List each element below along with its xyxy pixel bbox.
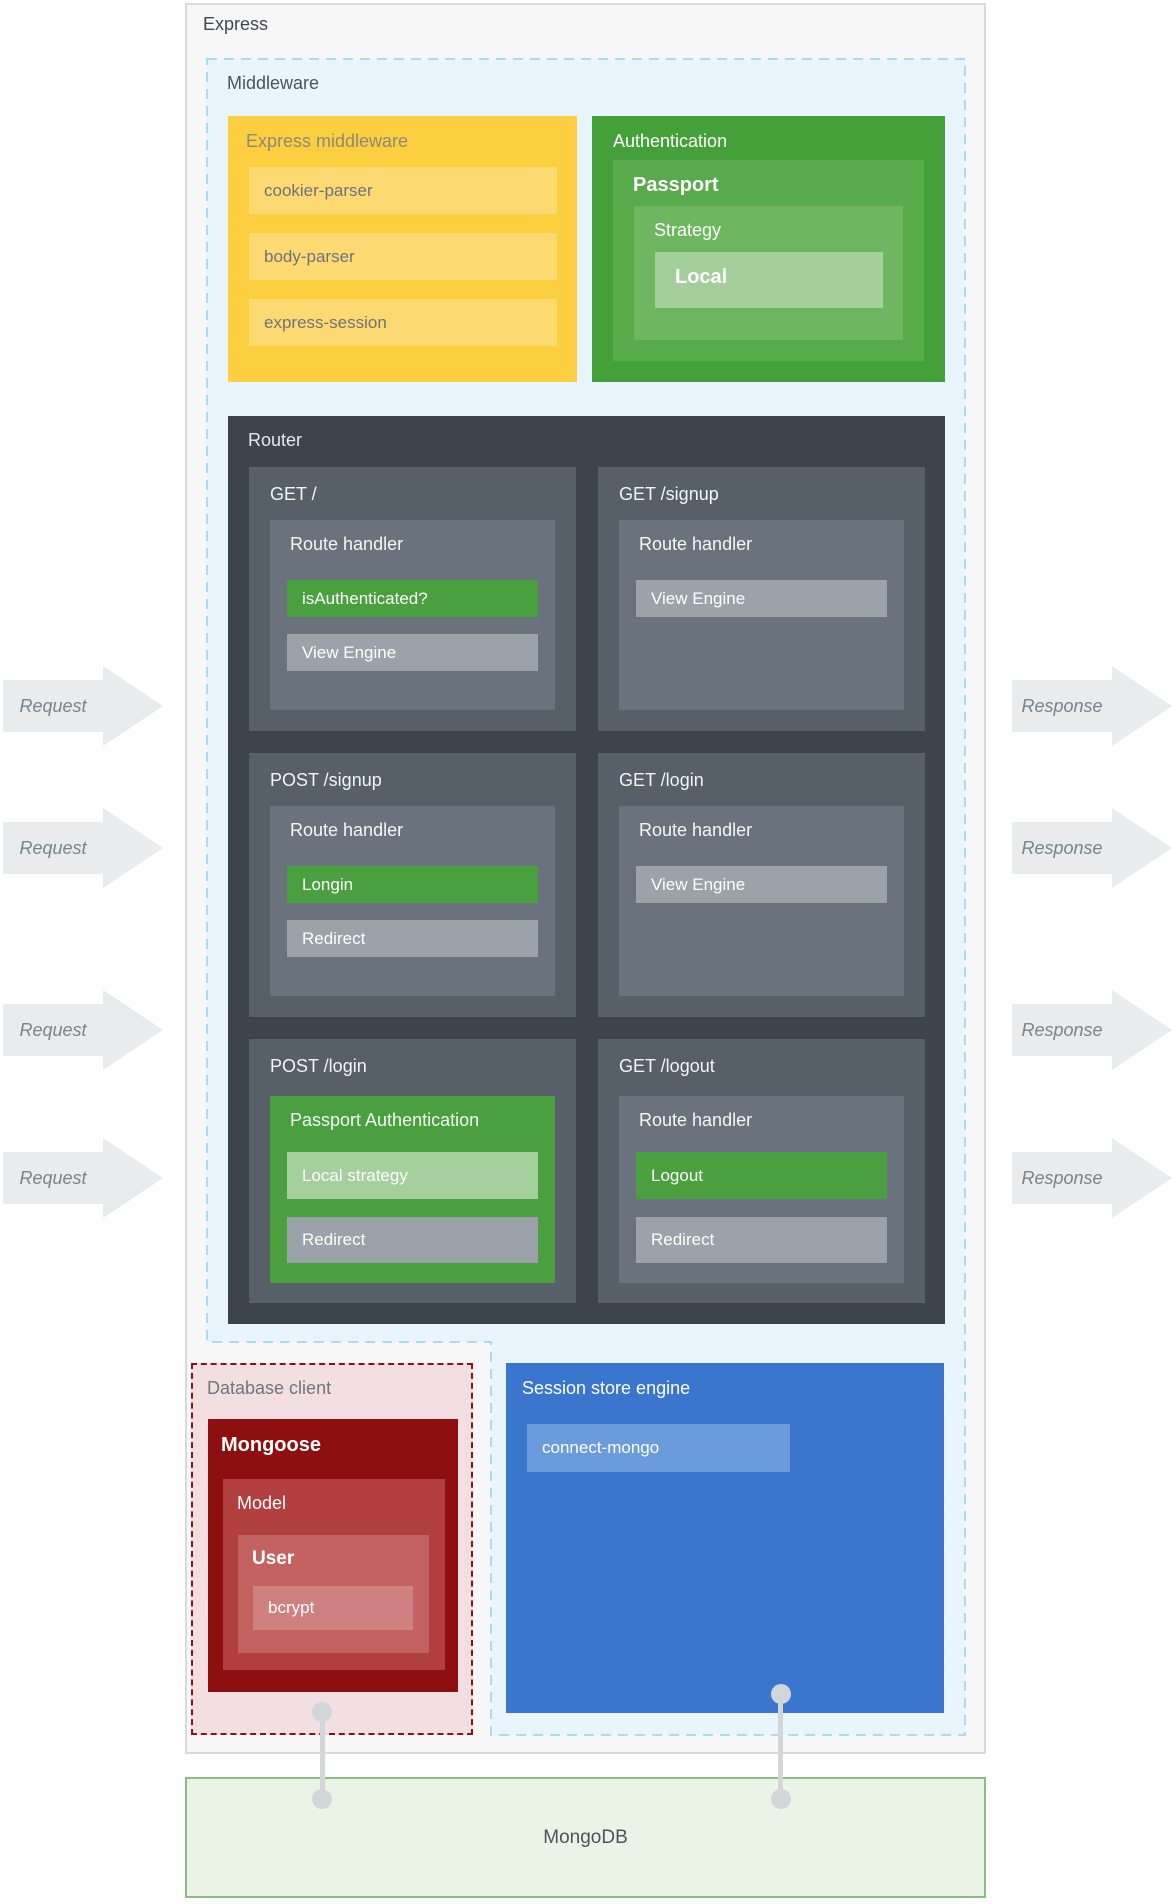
route-method-post-signup: POST /signup [270, 770, 382, 790]
response-label: Response [1021, 696, 1103, 716]
request-label: Request [19, 696, 87, 716]
request-label: Request [19, 838, 87, 858]
route-method-get-login: GET /login [619, 770, 704, 790]
authentication-title: Authentication [613, 131, 728, 151]
connect-mongo-box: connect-mongo [527, 1424, 790, 1472]
express-middleware-title: Express middleware [246, 131, 409, 151]
connector-line-mongoose-mongodb [320, 1712, 325, 1799]
response-label: Response [1021, 1168, 1103, 1188]
right-arrow-icon [1012, 1138, 1172, 1218]
express-title: Express [203, 14, 269, 34]
request-arrow-4: Request [3, 1138, 163, 1218]
request-arrow-2: Request [3, 808, 163, 888]
response-arrow-1: Response [1012, 666, 1172, 746]
right-arrow-icon [3, 990, 163, 1070]
mongodb-title: MongoDB [543, 1826, 628, 1848]
request-arrow-1: Request [3, 666, 163, 746]
route-handler-title-get-login: Route handler [639, 820, 753, 840]
strategy-title: Strategy [654, 220, 722, 240]
right-arrow-icon [1012, 808, 1172, 888]
request-label: Request [19, 1168, 87, 1188]
connector-dot-database-client [312, 1702, 332, 1722]
session-store-box [506, 1363, 944, 1713]
connector-line-session-mongodb [778, 1694, 783, 1799]
connector-dot-session-store [771, 1684, 791, 1704]
database-client-title: Database client [207, 1378, 332, 1398]
step-local-strategy: Local strategy [287, 1152, 538, 1199]
request-arrow-3: Request [3, 990, 163, 1070]
route-handler-title-get-root: Route handler [290, 534, 404, 554]
response-label: Response [1021, 838, 1103, 858]
middleware-item-cookier-parser: cookier-parser [249, 167, 557, 214]
step-redirect-post-login: Redirect [287, 1217, 538, 1263]
step-logout: Logout [636, 1152, 887, 1199]
step-view-engine-get-login: View Engine [636, 866, 887, 903]
middleware-item-express-session: express-session [249, 299, 557, 346]
step-view-engine-get-root: View Engine [287, 634, 538, 671]
middleware-item-body-parser: body-parser [249, 233, 557, 280]
route-handler-title-get-logout: Route handler [639, 1110, 753, 1130]
right-arrow-icon [3, 808, 163, 888]
model-title: Model [237, 1493, 287, 1513]
right-arrow-icon [1012, 990, 1172, 1070]
local-strategy-title: Local [675, 266, 728, 288]
response-label: Response [1021, 1020, 1103, 1040]
route-method-get-signup: GET /signup [619, 484, 719, 504]
user-model-title: User [252, 1548, 295, 1569]
route-handler-title-get-signup: Route handler [639, 534, 753, 554]
connector-dot-mongodb-right [771, 1789, 791, 1809]
passport-authentication-title: Passport Authentication [290, 1110, 480, 1130]
step-redirect-get-logout: Redirect [636, 1217, 887, 1263]
route-method-get-logout: GET /logout [619, 1056, 715, 1076]
step-longin: Longin [287, 866, 538, 903]
right-arrow-icon [3, 1138, 163, 1218]
request-label: Request [19, 1020, 87, 1040]
passport-title: Passport [633, 174, 719, 196]
step-redirect-post-signup: Redirect [287, 920, 538, 957]
step-view-engine-get-signup: View Engine [636, 580, 887, 617]
right-arrow-icon [1012, 666, 1172, 746]
right-arrow-icon [3, 666, 163, 746]
response-arrow-2: Response [1012, 808, 1172, 888]
mongoose-title: Mongoose [221, 1434, 321, 1456]
session-store-title: Session store engine [522, 1378, 691, 1398]
mongodb-box: MongoDB [185, 1777, 986, 1898]
local-strategy-box [655, 252, 883, 308]
response-arrow-4: Response [1012, 1138, 1172, 1218]
router-title: Router [248, 430, 303, 450]
bcrypt-box: bcrypt [253, 1586, 413, 1630]
route-method-post-login: POST /login [270, 1056, 367, 1076]
step-isauthenticated: isAuthenticated? [287, 580, 538, 617]
connector-dot-mongodb-left [312, 1789, 332, 1809]
route-method-get-root: GET / [270, 484, 317, 504]
response-arrow-3: Response [1012, 990, 1172, 1070]
route-handler-title-post-signup: Route handler [290, 820, 404, 840]
middleware-title: Middleware [227, 73, 320, 93]
